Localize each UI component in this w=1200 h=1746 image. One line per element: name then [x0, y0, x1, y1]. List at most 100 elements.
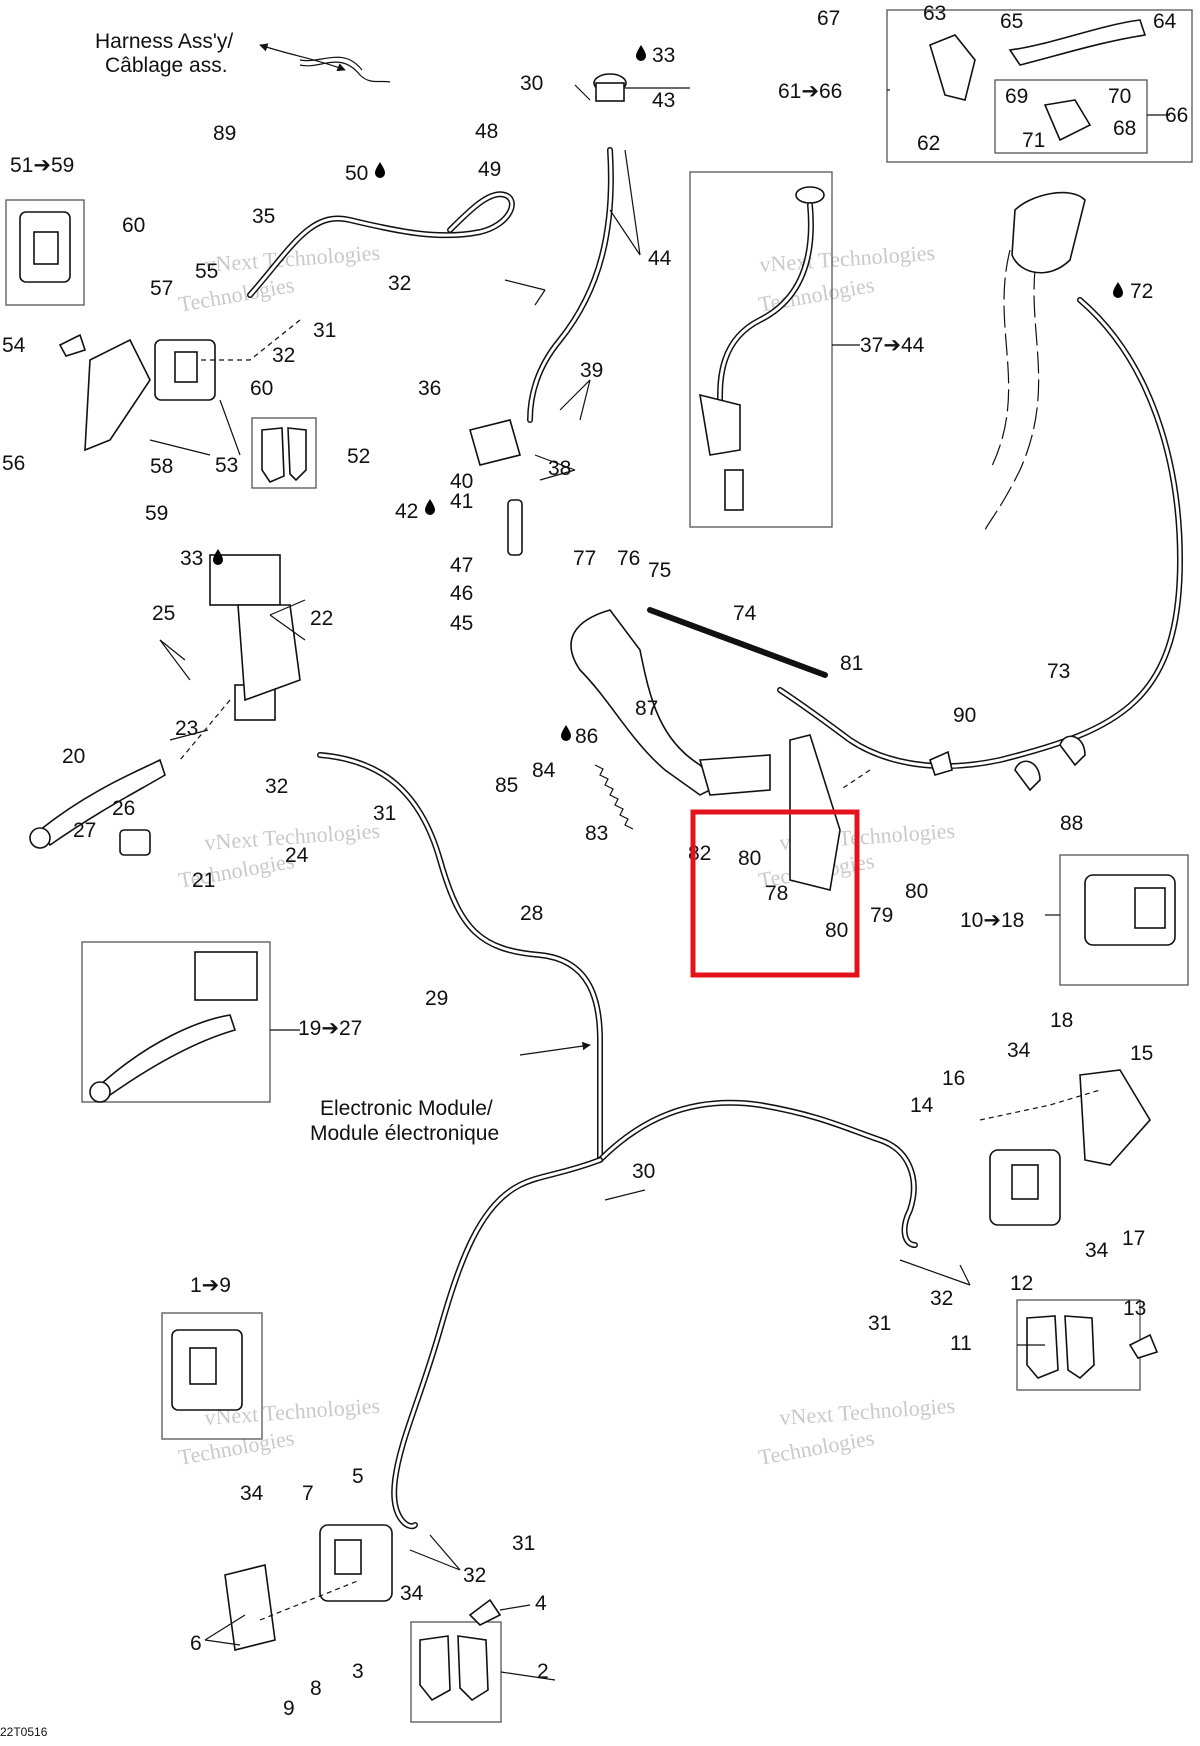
callout-label: 20 [62, 745, 85, 768]
callout-label: 89 [213, 122, 236, 145]
brake-line-left [391, 1157, 603, 1530]
callout-label: 44 [648, 247, 672, 270]
callout-label: 19➔27 [298, 1017, 362, 1040]
callout-label: 42 [395, 500, 418, 523]
callout-label: 43 [652, 89, 675, 112]
callout-label: 31 [373, 802, 396, 825]
callout-label: 30 [520, 72, 543, 95]
oil-drop-icon [636, 45, 646, 61]
handlebar-outline [984, 239, 1041, 531]
callout-label: 27 [73, 819, 96, 842]
callout-label: 13 [1123, 1297, 1146, 1320]
callout-label: 29 [425, 987, 448, 1010]
callout-label: 68 [1113, 117, 1136, 140]
highlight-box [690, 809, 860, 978]
callout-label: 7 [302, 1482, 314, 1505]
callout-label: 32 [930, 1287, 953, 1310]
brake-line-73 [777, 297, 1184, 770]
callout-label: 85 [495, 774, 518, 797]
callout-label: 52 [347, 445, 370, 468]
callout-label: 31 [313, 319, 336, 342]
oil-drop-icon [561, 725, 571, 741]
callout-label: 63 [923, 2, 946, 25]
module-note-line2: Module électronique [310, 1122, 499, 1145]
callout-label: 88 [1060, 812, 1083, 835]
callout-label: 12 [1010, 1272, 1033, 1295]
callout-label: 35 [252, 205, 275, 228]
drawing-code: 22T0516 [0, 1725, 48, 1739]
inset-box-61-66 [886, 9, 1193, 163]
callout-label: 41 [450, 490, 473, 513]
callout-label: 72 [1130, 280, 1153, 303]
callout-label: 56 [2, 452, 25, 475]
oil-drop-icon [425, 499, 435, 515]
callout-label: 47 [450, 554, 473, 577]
callout-label: 60 [250, 377, 273, 400]
callout-label: 84 [532, 759, 556, 782]
return-spring-83 [594, 764, 634, 830]
callout-label: 46 [450, 582, 473, 605]
harness-note-line1: Harness Ass'y/ [95, 30, 233, 53]
leader-lines [149, 43, 1170, 1681]
callout-label: 32 [272, 344, 295, 367]
callout-label: 24 [285, 844, 309, 867]
callout-label: 5 [352, 1465, 364, 1488]
callout-label: 33 [180, 547, 203, 570]
oil-drop-icon [213, 549, 223, 565]
callout-label: 60 [122, 214, 145, 237]
oil-drop-icon [375, 162, 385, 178]
callout-label: 64 [1153, 10, 1177, 33]
callout-label: 70 [1108, 85, 1131, 108]
callout-label: 16 [942, 1067, 965, 1090]
callout-label: 79 [870, 904, 893, 927]
callout-label: 31 [512, 1532, 535, 1555]
callout-label: 74 [733, 602, 757, 625]
callout-label: 22 [310, 607, 333, 630]
callout-label: 67 [817, 7, 840, 30]
callout-label: 32 [463, 1564, 486, 1587]
callout-label: 71 [1022, 129, 1045, 152]
callout-label: 73 [1047, 660, 1070, 683]
callout-label: 17 [1122, 1227, 1145, 1250]
callout-label: 10➔18 [960, 909, 1024, 932]
callout-label: 36 [418, 377, 441, 400]
callout-label: 83 [585, 822, 608, 845]
brake-lines [247, 56, 1184, 1530]
callout-label: 57 [150, 277, 173, 300]
callout-label: 87 [635, 697, 658, 720]
callout-label: 34 [400, 1582, 424, 1605]
callout-label: 54 [2, 334, 26, 357]
watermark: vNext Technologies [759, 240, 936, 277]
callout-label: 53 [215, 454, 238, 477]
callout-label: 33 [652, 44, 675, 67]
harness-wire [299, 61, 391, 83]
callout-label: 61➔66 [778, 80, 842, 103]
callout-label: 66 [1165, 104, 1188, 127]
callout-label: 55 [195, 260, 218, 283]
callout-label: 37➔44 [860, 334, 925, 357]
callout-label: 23 [175, 717, 198, 740]
callout-label: 51➔59 [10, 154, 74, 177]
module-note-line1: Electronic Module/ [320, 1097, 493, 1120]
callout-label: 30 [632, 1160, 655, 1183]
callout-label: 76 [617, 547, 640, 570]
callout-label: 28 [520, 902, 543, 925]
inset-box-66 [994, 79, 1148, 154]
callout-label: 15 [1130, 1042, 1153, 1065]
watermark: Technologies [757, 1425, 877, 1470]
inset-box-19-27 [81, 941, 271, 1103]
callout-label: 14 [910, 1094, 934, 1117]
callout-label: 62 [917, 132, 940, 155]
callout-label: 25 [152, 602, 175, 625]
notes: Harness Ass'y/ Câblage ass. Electronic M… [0, 30, 499, 1739]
watermark: Technologies [177, 1425, 297, 1470]
inset-box-37-44 [689, 171, 833, 528]
callout-label: 75 [648, 559, 671, 582]
inset-box-10-18 [1059, 854, 1189, 986]
callout-label: 65 [1000, 10, 1023, 33]
callout-label: 86 [575, 725, 598, 748]
callout-labels: 1➔9 2 3 4 5 6 7 8 9 10➔18 11 12 13 14 15… [2, 2, 1188, 1720]
callout-label: 69 [1005, 85, 1028, 108]
callout-label: 38 [548, 457, 571, 480]
